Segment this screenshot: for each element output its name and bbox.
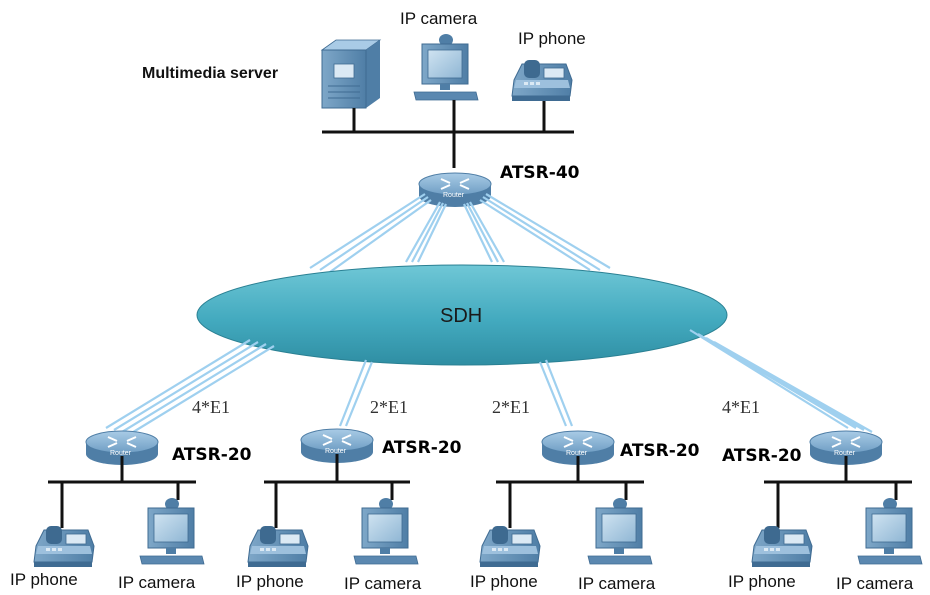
router-badge: Router <box>566 450 588 457</box>
router-badge: Router <box>325 448 347 455</box>
router-icon: Router <box>418 172 492 208</box>
bottom-fiber-links <box>105 329 873 435</box>
branch-2: 2*E1 Router ATSR-20 IP phone IP camera <box>236 397 462 593</box>
server-icon <box>320 39 382 109</box>
router-badge: Router <box>834 450 856 457</box>
top-camera-label: IP camera <box>400 9 478 28</box>
lan-bus <box>48 456 196 528</box>
top-lan-bus <box>322 100 574 168</box>
phone-icon <box>33 525 95 568</box>
phone-icon <box>479 525 541 568</box>
camera-icon <box>857 497 923 565</box>
router-icon: Router <box>85 430 159 466</box>
link-label: 2*E1 <box>492 397 530 417</box>
lan-bus <box>496 456 644 528</box>
camera-icon <box>139 497 205 565</box>
top-router-name: ATSR-40 <box>500 163 580 183</box>
camera-icon <box>413 33 479 101</box>
camera-label: IP camera <box>836 574 914 593</box>
router-name: ATSR-20 <box>722 446 802 466</box>
branch-4: 4*E1 Router ATSR-20 IP phone IP camera <box>722 397 923 593</box>
router-icon: Router <box>541 430 615 466</box>
phone-label: IP phone <box>236 572 304 591</box>
camera-icon <box>353 497 419 565</box>
router-badge: Router <box>110 450 132 457</box>
phone-label: IP phone <box>470 572 538 591</box>
link-label: 4*E1 <box>192 397 230 417</box>
phone-label: IP phone <box>10 570 78 589</box>
server-label: Multimedia server <box>142 65 278 82</box>
lan-bus <box>264 454 410 528</box>
camera-label: IP camera <box>344 574 422 593</box>
top-fiber-links <box>309 193 611 273</box>
router-icon: Router <box>809 430 883 466</box>
router-badge: Router <box>443 192 465 199</box>
camera-label: IP camera <box>578 574 656 593</box>
phone-icon <box>247 525 309 568</box>
sdh-label: SDH <box>440 305 482 327</box>
link-label: 4*E1 <box>722 397 760 417</box>
router-icon: Router <box>300 428 374 464</box>
sdh-network: SDH <box>196 264 728 366</box>
router-name: ATSR-20 <box>382 438 462 458</box>
branch-1: 4*E1 Router ATSR-20 IP phone IP camera <box>10 397 252 592</box>
top-phone-label: IP phone <box>518 29 586 48</box>
router-name: ATSR-20 <box>620 441 700 461</box>
router-name: ATSR-20 <box>172 445 252 465</box>
phone-icon <box>751 525 813 568</box>
phone-icon <box>511 59 573 102</box>
camera-label: IP camera <box>118 573 196 592</box>
camera-icon <box>587 497 653 565</box>
lan-bus <box>764 456 912 528</box>
top-site: Multimedia server IP camera IP phone Rou… <box>142 9 586 208</box>
phone-label: IP phone <box>728 572 796 591</box>
branch-3: 2*E1 Router ATSR-20 IP phone IP camera <box>470 397 700 593</box>
link-label: 2*E1 <box>370 397 408 417</box>
